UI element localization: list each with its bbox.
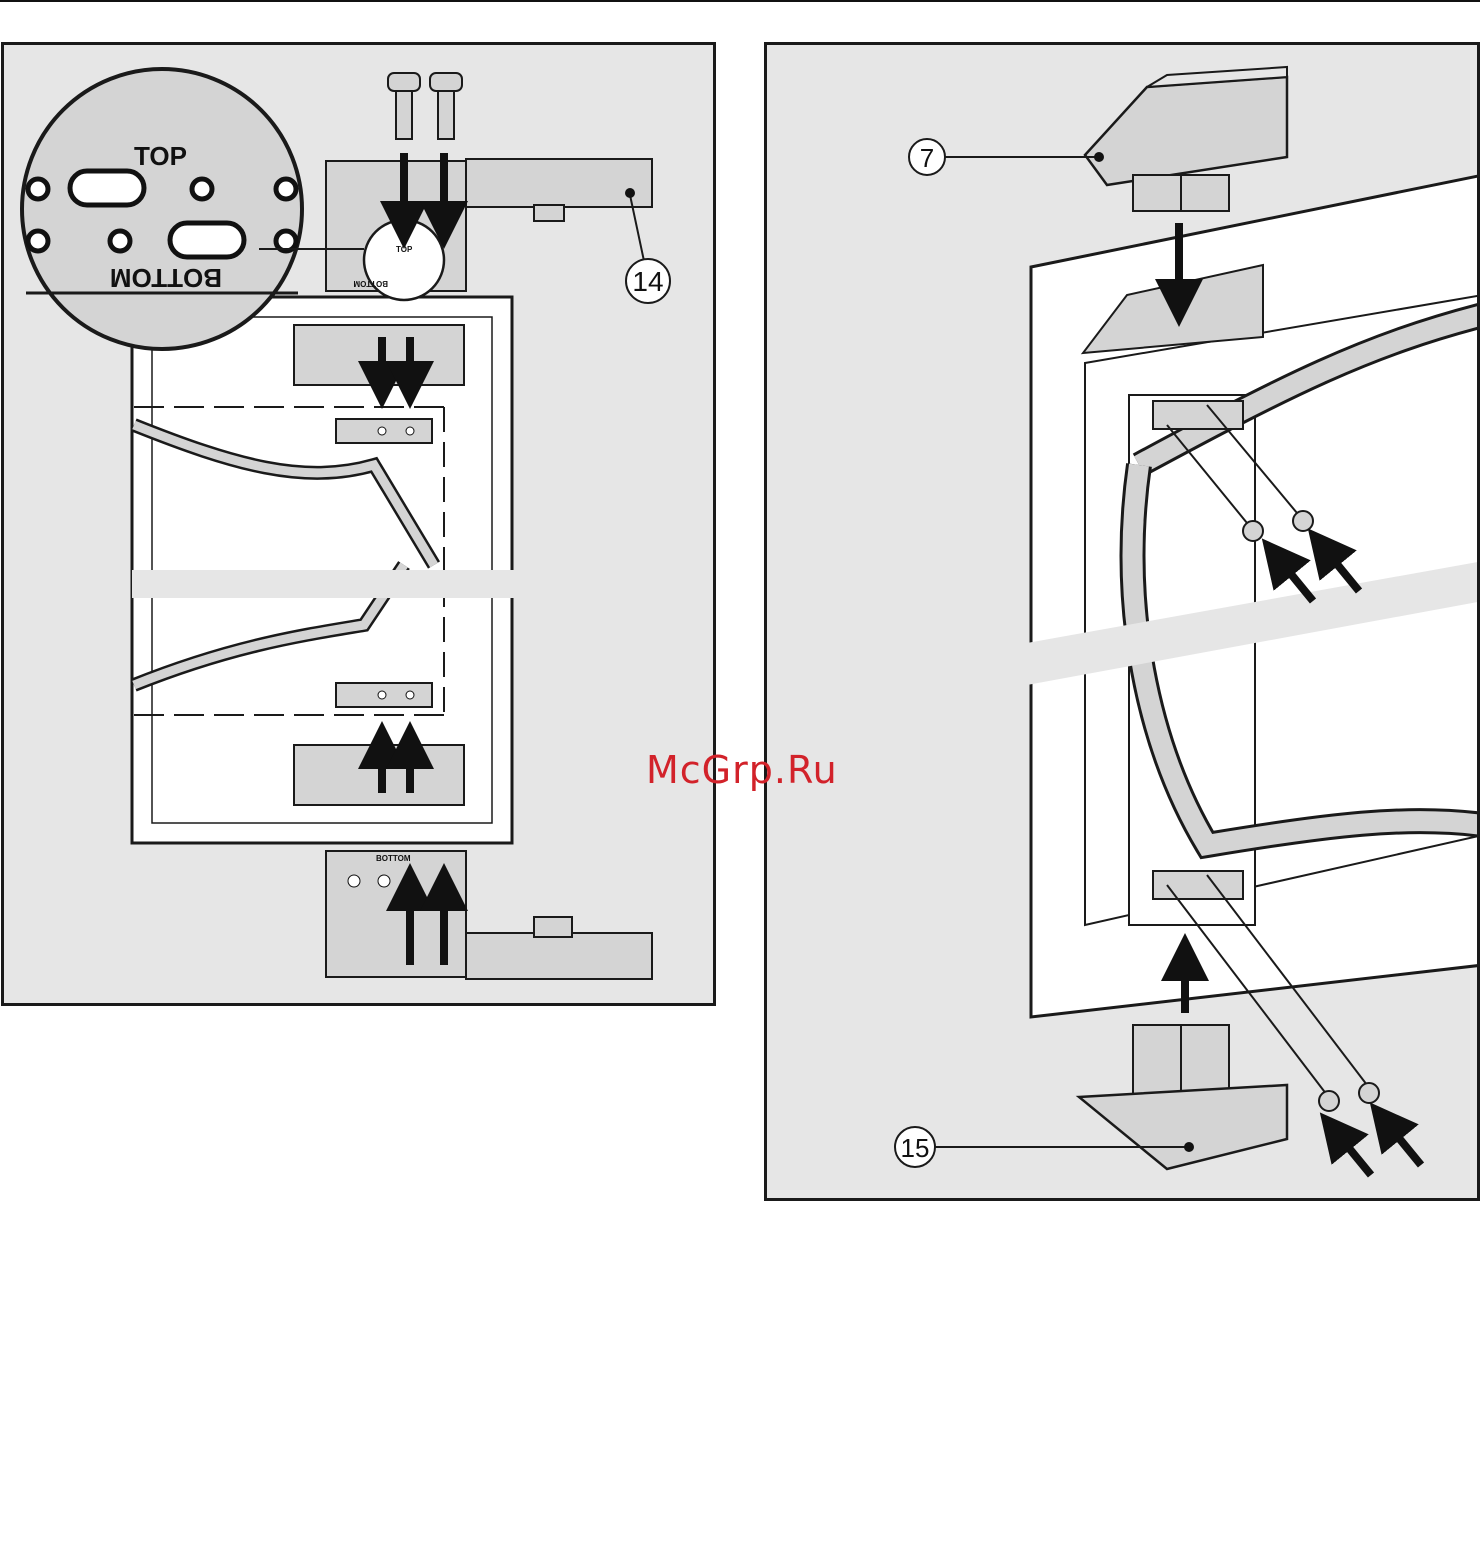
callout-7: 7 — [909, 139, 1104, 175]
small-label-top: TOP — [396, 245, 413, 254]
page-top-rule — [0, 0, 1480, 2]
callout-7-label: 7 — [920, 143, 934, 173]
screw-icons — [388, 73, 462, 139]
magnifier-label-top: TOP — [134, 141, 187, 171]
callout-14-label: 14 — [632, 266, 663, 297]
cover-diagram: 7 15 — [767, 45, 1480, 1201]
lower-bracket-label: BOTTOM — [376, 854, 411, 863]
callout-15-label: 15 — [901, 1133, 930, 1163]
cover-diagram-panel: 7 15 — [764, 42, 1480, 1201]
magnifier-label-bottom: BOTTOM — [110, 263, 222, 293]
hinge-diagram-panel: TOP BOTTOM BOTTOM — [1, 42, 716, 1006]
lower-hinge-bracket: BOTTOM — [326, 851, 652, 979]
upper-hinge-bracket: TOP BOTTOM — [326, 153, 652, 300]
door-perspective-illustration — [1027, 175, 1480, 1017]
hinge-diagram: TOP BOTTOM BOTTOM — [4, 45, 716, 1006]
small-label-bottom: BOTTOM — [353, 279, 388, 288]
door-frame-illustration — [132, 297, 516, 843]
